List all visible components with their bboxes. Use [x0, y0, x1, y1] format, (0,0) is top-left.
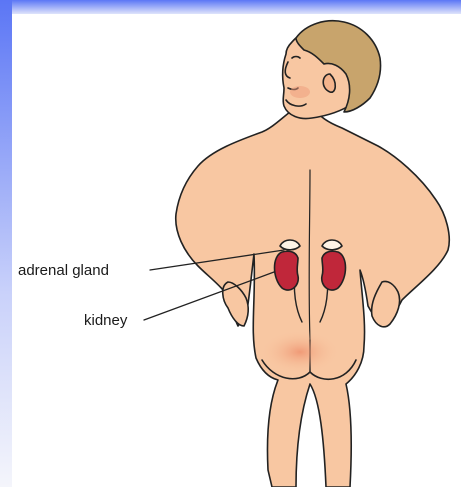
- lower-back-shade: [260, 330, 340, 374]
- body-silhouette: [176, 109, 450, 487]
- frame-left-band: [0, 0, 12, 487]
- kidney-label: kidney: [84, 313, 127, 328]
- cheek-blush: [290, 86, 310, 98]
- adrenal-gland-label: adrenal gland: [18, 263, 109, 278]
- right-adrenal-gland: [322, 240, 342, 250]
- frame-top-band: [0, 0, 461, 14]
- right-kidney: [322, 251, 346, 290]
- left-kidney: [275, 251, 299, 290]
- left-adrenal-gland: [280, 240, 300, 250]
